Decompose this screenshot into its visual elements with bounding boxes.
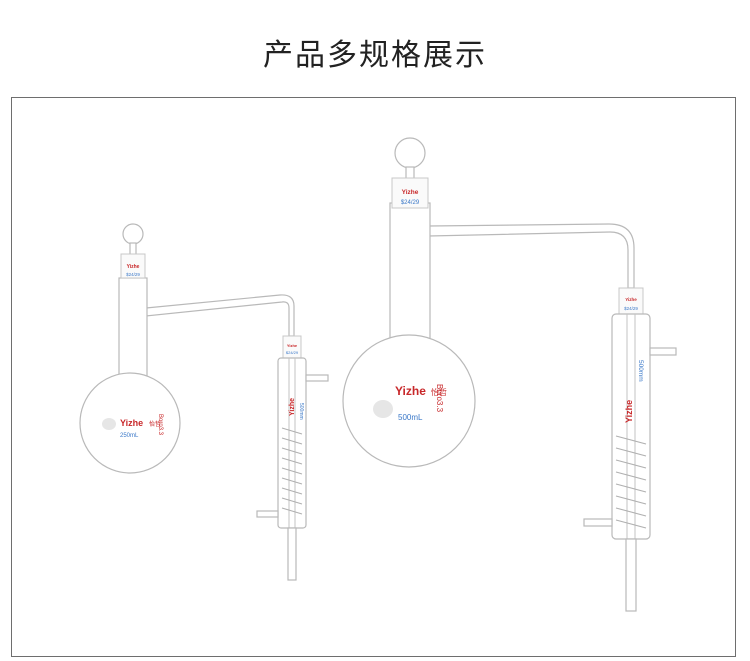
small-condenser-water-inlet	[256, 510, 279, 518]
small-side-arm	[145, 294, 295, 337]
small-round-flask	[79, 372, 181, 474]
large-condenser-brand: Yizhe	[624, 400, 634, 423]
small-stopper-knob	[122, 223, 144, 245]
large-stopper-stem	[405, 166, 415, 180]
small-flask-brand: Yizhe	[120, 418, 143, 428]
large-side-arm	[428, 223, 635, 289]
large-flask-glass-type: Boro3.3	[435, 384, 444, 413]
small-flask-brand-cn: 怡哲	[149, 420, 161, 428]
small-distillation-apparatus: Yizhe $24/29 Yizhe 怡哲 250mL Boro3.3 Yizh…	[79, 223, 329, 581]
large-flask-label-patch	[373, 400, 393, 418]
large-condenser-length: 500mm	[637, 360, 644, 382]
distillation-apparatus-illustration: Yizhe $24/29 Yizhe 怡哲 250mL Boro3.3 Yizh…	[79, 137, 677, 612]
large-flask-neck	[389, 202, 431, 344]
large-flask-brand: Yizhe	[395, 384, 426, 398]
small-stopper-joint	[120, 253, 146, 279]
large-condenser-joint-label: $24/29	[624, 306, 638, 311]
small-condenser-drip-tube	[287, 527, 297, 581]
large-stopper-brand: Yizhe	[402, 189, 419, 196]
small-condenser-joint-label: $24/29	[286, 350, 299, 355]
large-condenser-jacket	[611, 313, 651, 540]
large-condenser-drip-tube	[625, 538, 637, 612]
small-condenser-jacket	[277, 357, 307, 529]
large-stopper-joint	[391, 177, 429, 209]
small-stopper-brand: Yizhe	[127, 264, 140, 270]
small-condenser-brand: Yizhe	[289, 398, 296, 416]
product-image-frame: Yizhe $24/29 Yizhe 怡哲 250mL Boro3.3 Yizh…	[11, 97, 736, 657]
small-condenser-coil	[281, 427, 303, 515]
large-condenser-water-inlet	[583, 518, 613, 527]
small-condenser-water-outlet	[305, 374, 329, 382]
large-condenser-joint-brand: Yizhe	[625, 297, 637, 302]
large-flask-volume: 500mL	[398, 413, 423, 422]
small-flask-glass-type: Boro3.3	[157, 414, 163, 436]
large-stopper-joint-label: $24/29	[401, 200, 420, 206]
small-stopper-joint-label: $24/29	[126, 272, 140, 277]
small-stopper-stem	[129, 242, 137, 256]
large-condenser-coil	[615, 435, 647, 529]
page-heading: 产品多规格展示	[263, 38, 487, 73]
small-condenser-length: 500mm	[298, 403, 304, 420]
small-flask-neck	[118, 277, 148, 379]
large-flask-brand-cn: 怡哲	[431, 387, 447, 397]
small-condenser-joint-brand: Yizhe	[287, 343, 298, 348]
large-stopper-knob	[394, 137, 426, 169]
large-distillation-apparatus: Yizhe $24/29 Yizhe 怡哲 500mL Boro3.3 Yizh…	[342, 137, 677, 612]
large-round-flask	[342, 334, 476, 468]
large-condenser-water-outlet	[649, 347, 677, 356]
small-flask-label-patch	[102, 418, 116, 430]
small-flask-volume: 250mL	[120, 433, 139, 439]
